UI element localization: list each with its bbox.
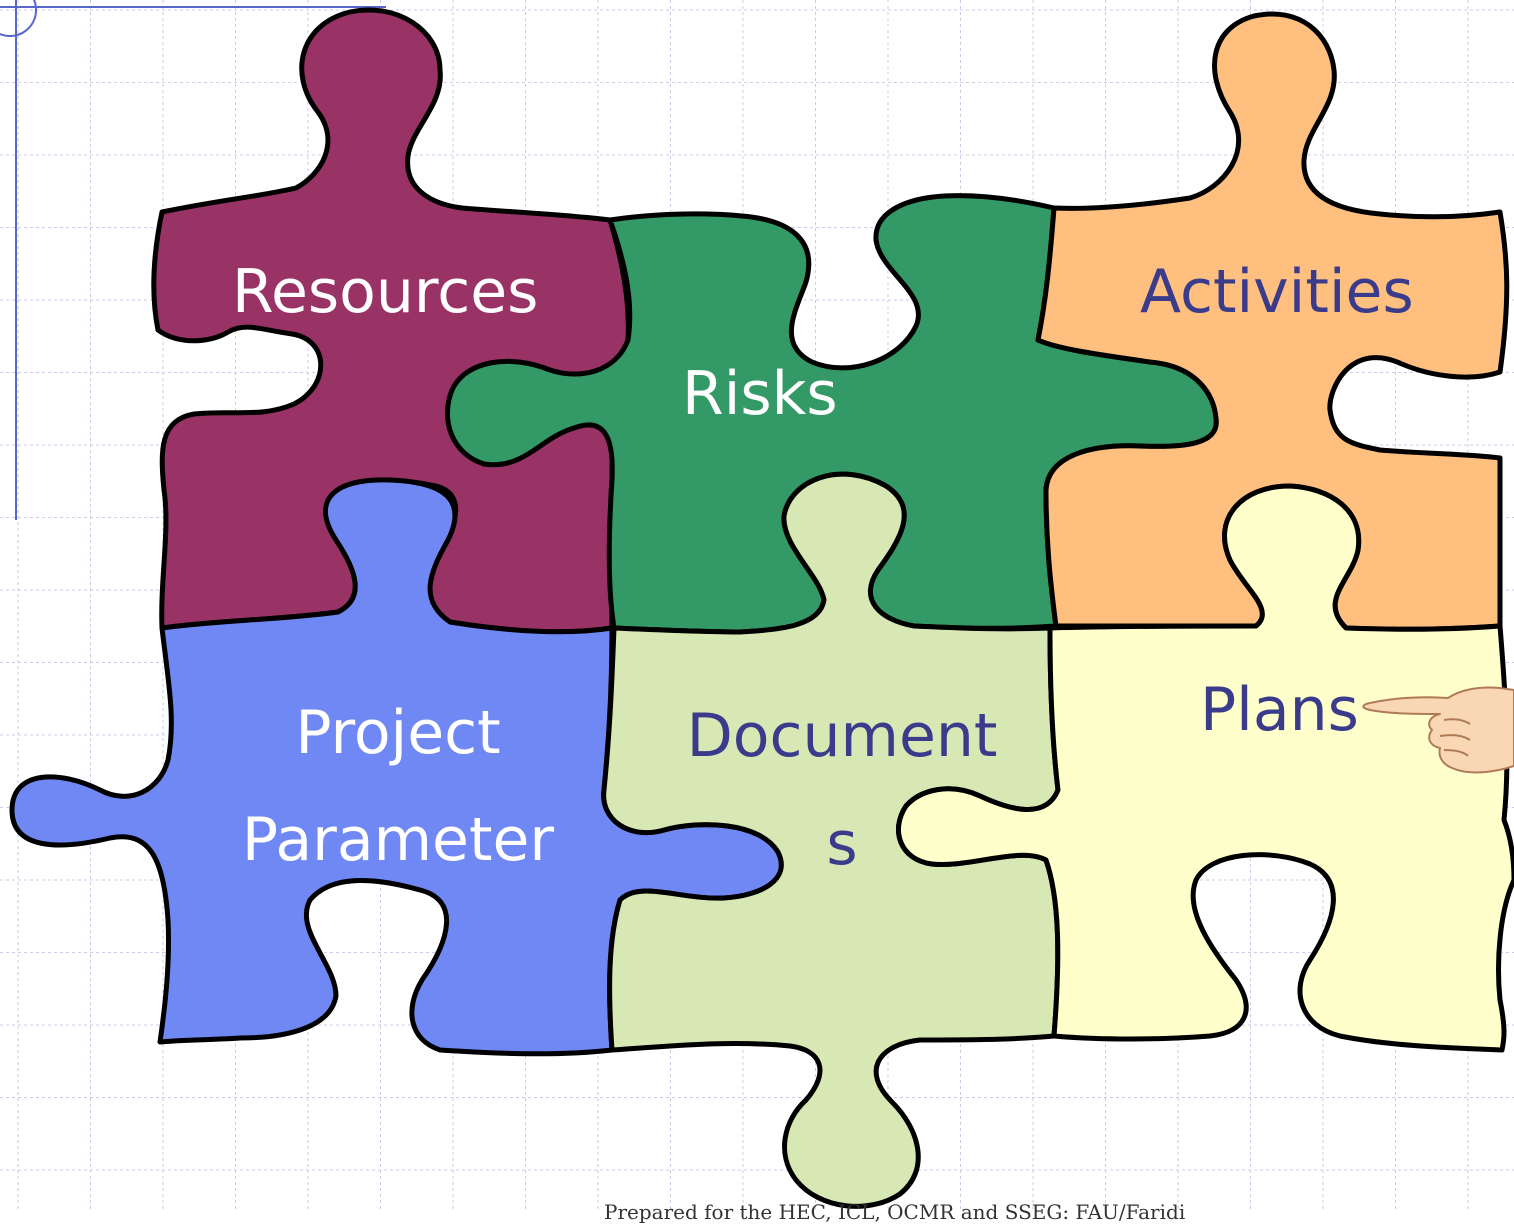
label-project-parameter: Project Parameter: [242, 680, 554, 894]
label-documents-line2: s: [826, 809, 858, 879]
label-resources: Resources: [232, 257, 539, 327]
puzzle-piece-activities: [1035, 11, 1510, 632]
label-documents-line1: Document: [686, 701, 998, 771]
footer-text: Prepared for the HEC, ICL, OCMR and SSEG…: [604, 1200, 1186, 1224]
pointing-hand-icon: [1362, 686, 1514, 774]
label-project-line1: Project: [295, 698, 501, 768]
puzzle-piece-project-parameter: [9, 477, 784, 1057]
label-project-line2: Parameter: [241, 804, 555, 875]
label-plans: Plans: [1200, 675, 1359, 745]
puzzle-piece-plans: [896, 483, 1514, 1053]
corner-circle-icon: [0, 0, 37, 37]
label-documents: Document s: [687, 682, 998, 898]
label-risks: Risks: [682, 359, 838, 429]
label-activities: Activities: [1140, 257, 1414, 327]
